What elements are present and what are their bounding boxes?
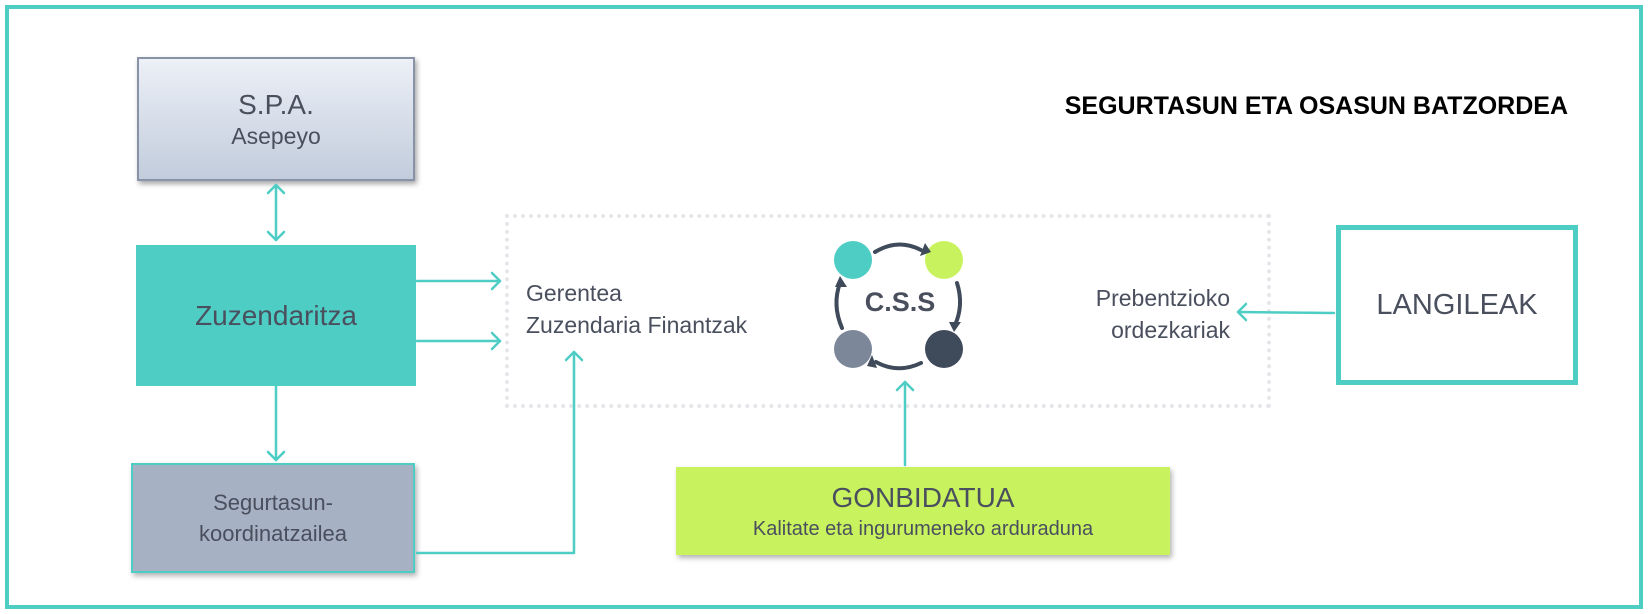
gonbidatua-title: GONBIDATUA xyxy=(831,481,1015,513)
spa-box: S.P.A. Asepeyo xyxy=(137,57,415,181)
cycle-arrow-left xyxy=(834,281,844,330)
cycle-arrow-right xyxy=(953,281,962,327)
arrowhead-up-icon xyxy=(564,350,584,362)
prebentzioko-text: Prebentzioko ordezkariak xyxy=(1040,282,1230,346)
prebentzioko-line1: Prebentzioko xyxy=(1095,285,1230,311)
gerentea-line2: Zuzendaria Finantzak xyxy=(526,312,748,338)
cycle-arrowhead-icon xyxy=(920,243,931,256)
gonbidatua-subtitle: Kalitate eta ingurumeneko arduraduna xyxy=(752,517,1094,540)
cycle-arrowhead-icon xyxy=(835,276,847,287)
arrowhead-right-icon xyxy=(490,331,502,351)
gerentea-text: Gerentea Zuzendaria Finantzak xyxy=(526,277,747,341)
gonbidatua-box: GONBIDATUA Kalitate eta ingurumeneko ard… xyxy=(676,467,1170,555)
cycle-circle-gray xyxy=(834,330,872,368)
spa-subtitle: Asepeyo xyxy=(231,122,321,149)
cycle-arrow-bottom xyxy=(874,360,923,371)
arrowhead-down-icon xyxy=(266,450,286,462)
langileak-prebentzioko-connector xyxy=(1236,310,1336,315)
cycle-circle-teal xyxy=(834,241,872,279)
arrowhead-left-icon xyxy=(1236,302,1248,322)
segurtasun-gerentea-connector xyxy=(415,350,576,555)
arrowhead-up-icon xyxy=(266,183,286,195)
langileak-box: LANGILEAK xyxy=(1336,225,1578,385)
segurtasun-box: Segurtasun- koordinatzailea xyxy=(131,463,415,573)
gerentea-line1: Gerentea xyxy=(526,280,622,306)
zuzendaritza-label: Zuzendaritza xyxy=(195,299,357,331)
arrowhead-right-icon xyxy=(490,271,502,291)
css-label: C.S.S xyxy=(864,287,936,317)
diagram-title: SEGURTASUN ETA OSASUN BATZORDEA xyxy=(1064,92,1568,120)
cycle-arrowhead-icon xyxy=(867,355,877,368)
cycle-circle-lime xyxy=(925,241,963,279)
segurtasun-line2: koordinatzailea xyxy=(199,521,347,546)
langileak-label: LANGILEAK xyxy=(1376,288,1538,321)
zuzendaritza-box: Zuzendaritza xyxy=(136,245,416,386)
arrowhead-down-icon xyxy=(266,230,286,242)
cycle-arrowhead-icon xyxy=(949,322,961,332)
css-cycle-icon xyxy=(834,241,963,371)
committee-boundary xyxy=(505,214,1271,408)
segurtasun-line1: Segurtasun- xyxy=(213,490,333,515)
arrowhead-up-icon xyxy=(895,380,915,392)
cycle-arrow-top xyxy=(873,242,923,254)
prebentzioko-line2: ordezkariak xyxy=(1111,317,1230,343)
cycle-circle-dark xyxy=(925,330,963,368)
spa-title: S.P.A. xyxy=(238,88,314,120)
